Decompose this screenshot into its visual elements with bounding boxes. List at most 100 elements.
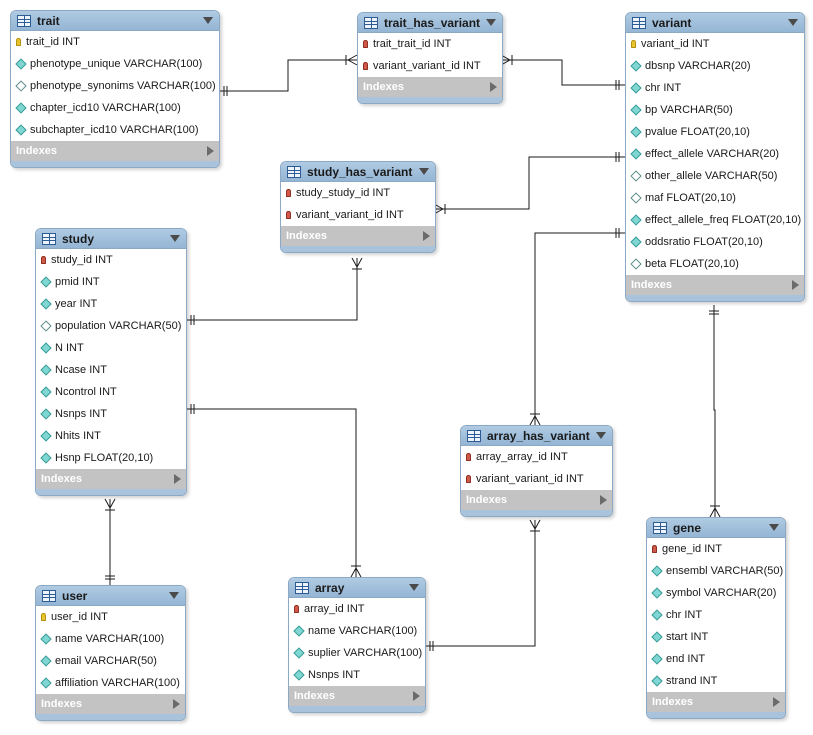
column-row[interactable]: variant_variant_id INT — [281, 204, 435, 226]
column-row[interactable]: end INT — [647, 648, 785, 670]
indexes-section[interactable]: Indexes — [36, 469, 186, 489]
collapse-toggle-icon[interactable] — [419, 168, 429, 175]
collapse-toggle-icon[interactable] — [769, 524, 779, 531]
table-header[interactable]: array — [289, 578, 425, 598]
column-row[interactable]: ensembl VARCHAR(50) — [647, 560, 785, 582]
nullable-column-icon — [630, 192, 642, 204]
indexes-section[interactable]: Indexes — [626, 275, 804, 295]
column-row[interactable]: bp VARCHAR(50) — [626, 99, 804, 121]
collapse-toggle-icon[interactable] — [409, 584, 419, 591]
column-row[interactable]: user_id INT — [36, 606, 185, 628]
column-row[interactable]: beta FLOAT(20,10) — [626, 253, 804, 275]
column-row[interactable]: suplier VARCHAR(100) — [289, 642, 425, 664]
column-row[interactable]: start INT — [647, 626, 785, 648]
table-bottom-bar — [11, 161, 219, 167]
column-row[interactable]: dbsnp VARCHAR(20) — [626, 55, 804, 77]
table-header[interactable]: variant — [626, 13, 804, 33]
expand-arrow-icon[interactable] — [173, 699, 180, 709]
column-row[interactable]: Nsnps INT — [36, 403, 186, 425]
collapse-toggle-icon[interactable] — [203, 17, 213, 24]
column-row[interactable]: phenotype_unique VARCHAR(100) — [11, 53, 219, 75]
table-header[interactable]: study — [36, 229, 186, 249]
column-row[interactable]: email VARCHAR(50) — [36, 650, 185, 672]
column-name: user_id INT — [51, 611, 108, 623]
column-row[interactable]: N INT — [36, 337, 186, 359]
column-row[interactable]: affiliation VARCHAR(100) — [36, 672, 185, 694]
collapse-toggle-icon[interactable] — [788, 19, 798, 26]
column-row[interactable]: oddsratio FLOAT(20,10) — [626, 231, 804, 253]
column-row[interactable]: strand INT — [647, 670, 785, 692]
indexes-section[interactable]: Indexes — [461, 490, 612, 510]
table-header[interactable]: study_has_variant — [281, 162, 435, 182]
column-row[interactable]: population VARCHAR(50) — [36, 315, 186, 337]
expand-arrow-icon[interactable] — [207, 146, 214, 156]
indexes-section[interactable]: Indexes — [36, 694, 185, 714]
column-row[interactable]: effect_allele VARCHAR(20) — [626, 143, 804, 165]
column-row[interactable]: variant_id INT — [626, 33, 804, 55]
column-row[interactable]: other_allele VARCHAR(50) — [626, 165, 804, 187]
table-header[interactable]: gene — [647, 518, 785, 538]
column-row[interactable]: pvalue FLOAT(20,10) — [626, 121, 804, 143]
table-user[interactable]: user user_id INT name VARCHAR(100) email VA… — [35, 585, 186, 721]
column-row[interactable]: chapter_icd10 VARCHAR(100) — [11, 97, 219, 119]
column-row[interactable]: array_array_id INT — [461, 446, 612, 468]
indexes-section[interactable]: Indexes — [281, 226, 435, 246]
column-row[interactable]: year INT — [36, 293, 186, 315]
column-row[interactable]: phenotype_synonims VARCHAR(100) — [11, 75, 219, 97]
column-row[interactable]: Nsnps INT — [289, 664, 425, 686]
column-row[interactable]: chr INT — [626, 77, 804, 99]
table-header[interactable]: trait_has_variant — [358, 13, 502, 33]
column-row[interactable]: array_id INT — [289, 598, 425, 620]
indexes-section[interactable]: Indexes — [289, 686, 425, 706]
column-icon — [40, 364, 52, 376]
expand-arrow-icon[interactable] — [773, 697, 780, 707]
expand-arrow-icon[interactable] — [174, 474, 181, 484]
column-row[interactable]: trait_id INT — [11, 31, 219, 53]
collapse-toggle-icon[interactable] — [596, 432, 606, 439]
expand-arrow-icon[interactable] — [600, 495, 607, 505]
column-row[interactable]: name VARCHAR(100) — [36, 628, 185, 650]
column-name: name VARCHAR(100) — [55, 633, 165, 645]
column-name: email VARCHAR(50) — [55, 655, 157, 667]
column-row[interactable]: maf FLOAT(20,10) — [626, 187, 804, 209]
column-row[interactable]: Ncontrol INT — [36, 381, 186, 403]
column-row[interactable]: chr INT — [647, 604, 785, 626]
column-row[interactable]: Hsnp FLOAT(20,10) — [36, 447, 186, 469]
collapse-toggle-icon[interactable] — [170, 235, 180, 242]
expand-arrow-icon[interactable] — [792, 280, 799, 290]
indexes-label: Indexes — [652, 696, 693, 708]
indexes-section[interactable]: Indexes — [647, 692, 785, 712]
column-row[interactable]: pmid INT — [36, 271, 186, 293]
expand-arrow-icon[interactable] — [423, 231, 430, 241]
column-row[interactable]: Ncase INT — [36, 359, 186, 381]
column-row[interactable]: variant_variant_id INT — [358, 55, 502, 77]
column-row[interactable]: gene_id INT — [647, 538, 785, 560]
column-row[interactable]: effect_allele_freq FLOAT(20,10) — [626, 209, 804, 231]
indexes-label: Indexes — [466, 494, 507, 506]
column-row[interactable]: subchapter_icd10 VARCHAR(100) — [11, 119, 219, 141]
column-row[interactable]: study_study_id INT — [281, 182, 435, 204]
collapse-toggle-icon[interactable] — [486, 19, 496, 26]
column-row[interactable]: name VARCHAR(100) — [289, 620, 425, 642]
table-header[interactable]: user — [36, 586, 185, 606]
column-row[interactable]: trait_trait_id INT — [358, 33, 502, 55]
indexes-section[interactable]: Indexes — [358, 77, 502, 97]
expand-arrow-icon[interactable] — [413, 691, 420, 701]
column-row[interactable]: symbol VARCHAR(20) — [647, 582, 785, 604]
column-row[interactable]: Nhits INT — [36, 425, 186, 447]
indexes-section[interactable]: Indexes — [11, 141, 219, 161]
collapse-toggle-icon[interactable] — [169, 592, 179, 599]
expand-arrow-icon[interactable] — [490, 82, 497, 92]
column-row[interactable]: study_id INT — [36, 249, 186, 271]
column-row[interactable]: variant_variant_id INT — [461, 468, 612, 490]
table-header[interactable]: trait — [11, 11, 219, 31]
table-header[interactable]: array_has_variant — [461, 426, 612, 446]
